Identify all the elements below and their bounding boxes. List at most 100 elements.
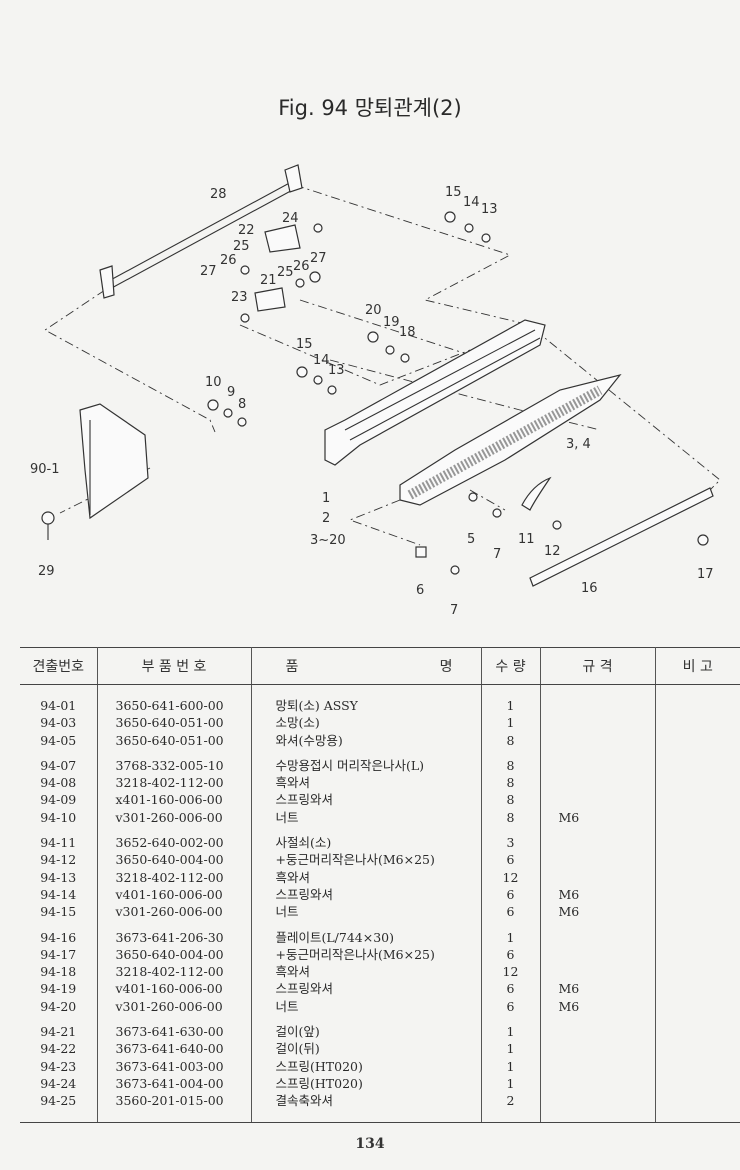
callout: 13 [481,202,498,217]
cell-ref: 94-15 [40,904,77,920]
callout: 27 [310,251,327,266]
callout: 5 [467,532,475,547]
header-spec: 규 격 [540,647,656,685]
cell-part-no: x401-160-006-00 [115,792,223,808]
cell-qty: 1 [506,698,515,713]
cell-spec: M6 [558,904,580,920]
header-note: 비 고 [655,647,740,685]
cell-spec [541,757,655,774]
cell-spec: M6 [558,886,580,902]
cell-ref: 94-12 [40,852,77,868]
cell-qty: 1 [506,1058,515,1074]
cell-qty: 8 [506,792,515,808]
main-cover-part [324,319,546,466]
cell-name: 결속축와셔 [275,1093,334,1109]
callout: 7 [493,547,501,562]
cell-part-no: v301-260-006-00 [115,904,223,920]
cell-part-no: v301-260-006-00 [115,998,223,1014]
callout: 27 [200,264,217,279]
cell-part-no: 3650-640-051-00 [115,715,224,731]
hanger-brackets [240,223,323,323]
cell-part-no: 3650-640-004-00 [115,946,224,962]
callout: 26 [220,253,237,268]
cell-name: 사절쇠(소) [275,835,332,851]
cell-qty: 1 [506,715,515,731]
row-group: 망퇴(소) ASSY 소망(소)와셔(수망용) [252,697,481,749]
callout: 13 [328,363,345,378]
figure-title: Fig. 94 망퇴관계(2) [278,96,462,120]
cell-name: 걸이(뒤) [275,1041,320,1057]
cell-spec [541,1092,655,1109]
callout: 14 [463,195,480,210]
callout: 11 [518,532,535,547]
cell-ref: 94-14 [40,886,77,902]
cell-spec [541,869,655,886]
callout: 20 [365,303,382,318]
callout: 8 [238,397,246,412]
cell-ref: 94-10 [40,809,77,825]
cell-ref: 94-09 [40,792,77,808]
callout: 24 [282,211,299,226]
cell-name: 와셔(수망용) [275,732,343,748]
callout: 15 [445,185,462,200]
cell-name: +둥근머리작은나사(M6×25) [275,946,435,962]
cell-name: 너트 [275,904,299,920]
cell-part-no: 3560-201-015-00 [115,1093,224,1109]
callout-labels: 28 24 22 25 26 27 27 21 25 26 23 15 14 1… [30,185,714,618]
cell-spec [541,1040,655,1057]
assembly-guide-lines [44,184,721,546]
cell-name: 수망용접시 머리작은나사(L) [275,757,425,773]
callout: 21 [260,273,277,288]
row-group: 걸이(앞)걸이(뒤)스프링(HT020)스프링(HT020)결속축와셔 [252,1023,481,1109]
cell-qty: 2 [506,1093,515,1109]
cell-name: 너트 [275,998,299,1014]
cell-name: 플레이트(L/744×30) [275,929,395,945]
cell-name: 스프링(HT020) [275,1075,363,1091]
mesh-screen-part [399,373,622,506]
cell-part-no: 3650-641-600-00 [115,698,224,713]
row-group [541,1023,655,1109]
cell-ref: 94-24 [40,1075,77,1091]
cell-spec [541,929,655,946]
callout: 26 [293,259,310,274]
fastener-hardware [207,211,709,575]
callout: 15 [296,337,313,352]
cell-part-no: v301-260-006-00 [115,809,223,825]
note-column [655,684,740,1123]
side-bracket-part [41,403,149,540]
cell-ref: 94-11 [40,835,77,851]
cell-spec [541,946,655,963]
cell-part-no: 3673-641-630-00 [115,1024,224,1040]
callout: 10 [205,375,222,390]
cell-spec: M6 [558,809,580,825]
callout: 25 [233,239,250,254]
cell-qty: 8 [506,757,515,773]
callout: 29 [38,564,55,579]
cell-name: 흑와셔 [275,869,311,885]
cell-ref: 94-03 [40,715,77,731]
callout: 14 [313,353,330,368]
cell-spec [541,1058,655,1075]
cell-name: 소망(소) [275,715,320,731]
callout: 28 [210,187,227,202]
cell-name: 망퇴(소) ASSY [275,698,358,713]
cell-spec [541,697,655,714]
cell-spec [541,834,655,851]
cell-ref: 94-20 [40,998,77,1014]
callout: 1 [322,491,330,506]
cell-part-no: 3218-402-112-00 [115,964,224,980]
cell-ref: 94-21 [40,1024,77,1040]
